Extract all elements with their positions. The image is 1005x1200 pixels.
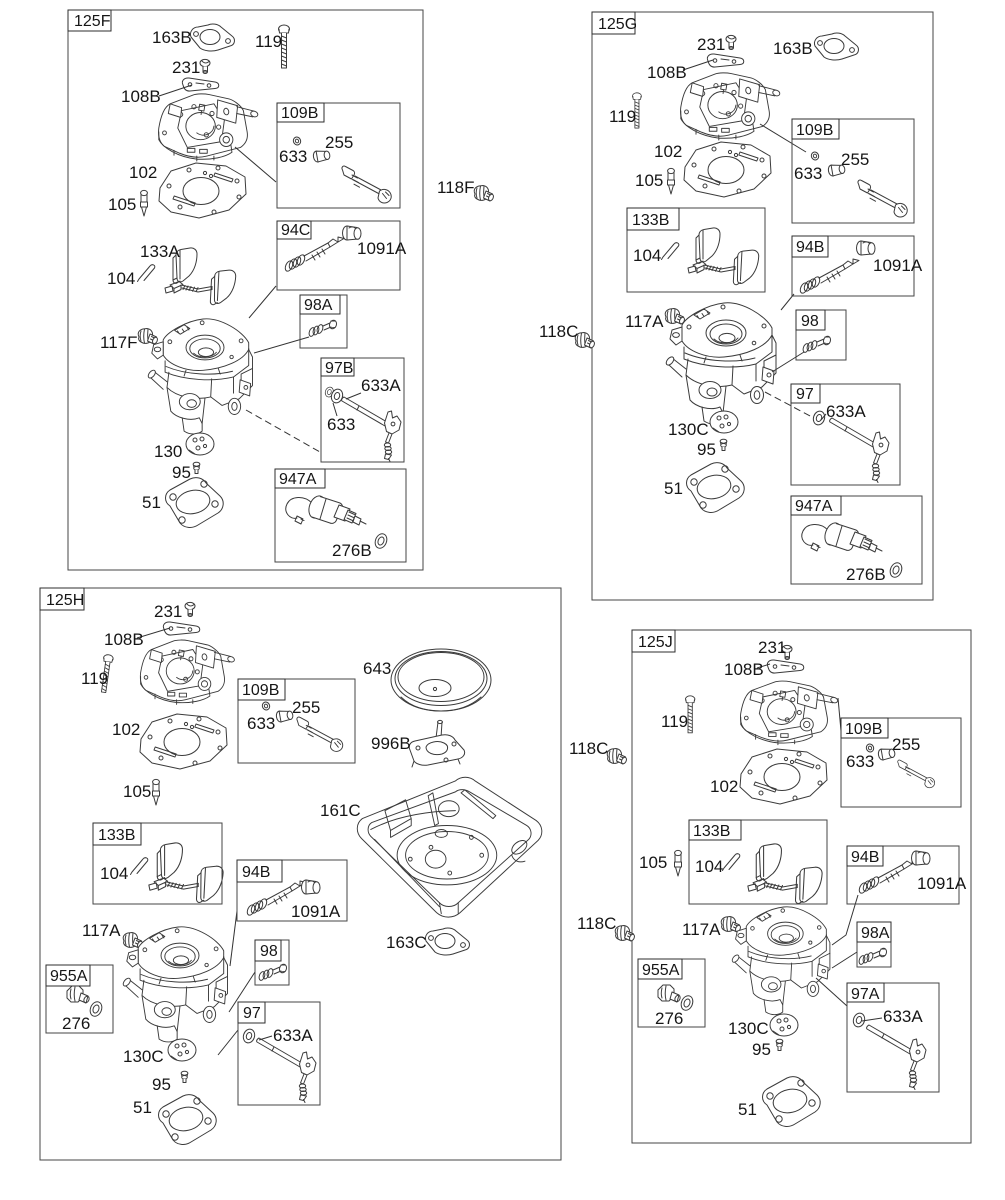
svg-text:231: 231: [697, 35, 725, 54]
svg-text:633: 633: [247, 714, 275, 733]
svg-text:255: 255: [892, 735, 920, 754]
svg-text:105: 105: [108, 195, 136, 214]
svg-text:125F: 125F: [74, 13, 111, 30]
svg-text:133B: 133B: [632, 212, 669, 229]
svg-text:130C: 130C: [123, 1047, 164, 1066]
svg-text:161C: 161C: [320, 801, 361, 820]
svg-text:109B: 109B: [242, 682, 279, 699]
svg-text:133A: 133A: [140, 242, 180, 261]
svg-text:255: 255: [841, 150, 869, 169]
svg-text:98: 98: [801, 313, 819, 330]
svg-text:118C: 118C: [539, 322, 578, 341]
svg-text:947A: 947A: [279, 471, 317, 488]
svg-text:104: 104: [695, 857, 723, 876]
svg-text:118C: 118C: [569, 739, 608, 758]
svg-text:94B: 94B: [851, 849, 879, 866]
svg-text:117A: 117A: [682, 920, 721, 939]
svg-text:163B: 163B: [773, 39, 813, 58]
svg-text:51: 51: [133, 1098, 152, 1117]
svg-text:231: 231: [172, 58, 200, 77]
svg-text:108B: 108B: [647, 63, 687, 82]
svg-text:95: 95: [752, 1040, 771, 1059]
svg-text:276: 276: [62, 1014, 90, 1033]
svg-text:255: 255: [325, 133, 353, 152]
svg-text:633A: 633A: [883, 1007, 923, 1026]
svg-text:108B: 108B: [121, 87, 161, 106]
svg-text:51: 51: [142, 493, 161, 512]
svg-text:108B: 108B: [724, 660, 764, 679]
svg-text:105: 105: [635, 171, 663, 190]
svg-text:130C: 130C: [728, 1019, 769, 1038]
svg-text:633: 633: [279, 147, 307, 166]
svg-text:102: 102: [129, 163, 157, 182]
svg-text:276: 276: [655, 1009, 683, 1028]
svg-text:947A: 947A: [795, 498, 833, 515]
svg-text:125G: 125G: [598, 16, 637, 33]
svg-text:94B: 94B: [796, 239, 824, 256]
svg-text:109B: 109B: [845, 721, 882, 738]
svg-text:109B: 109B: [796, 122, 833, 139]
svg-text:955A: 955A: [642, 962, 680, 979]
svg-text:97: 97: [243, 1005, 261, 1022]
svg-text:108B: 108B: [104, 630, 144, 649]
svg-text:104: 104: [107, 269, 135, 288]
svg-text:97B: 97B: [325, 360, 353, 377]
svg-text:130: 130: [154, 442, 182, 461]
svg-text:94C: 94C: [281, 222, 310, 239]
svg-text:255: 255: [292, 698, 320, 717]
svg-text:119: 119: [661, 712, 688, 731]
svg-text:119: 119: [609, 107, 636, 126]
svg-text:97: 97: [796, 386, 814, 403]
svg-text:102: 102: [710, 777, 738, 796]
svg-text:97A: 97A: [851, 986, 880, 1003]
svg-text:163C: 163C: [386, 933, 427, 952]
svg-text:94B: 94B: [242, 864, 270, 881]
svg-text:117A: 117A: [82, 921, 121, 940]
svg-text:98: 98: [260, 943, 278, 960]
svg-text:102: 102: [112, 720, 140, 739]
svg-text:118F: 118F: [437, 178, 475, 197]
svg-text:633: 633: [794, 164, 822, 183]
svg-text:98A: 98A: [861, 925, 890, 942]
svg-text:117F: 117F: [100, 333, 138, 352]
svg-text:105: 105: [639, 853, 667, 872]
svg-text:633: 633: [846, 752, 874, 771]
svg-text:95: 95: [152, 1075, 171, 1094]
svg-text:133B: 133B: [693, 823, 730, 840]
svg-text:231: 231: [758, 638, 786, 657]
svg-text:996B: 996B: [371, 734, 411, 753]
svg-text:119: 119: [255, 32, 282, 51]
svg-text:276B: 276B: [846, 565, 886, 584]
svg-text:276B: 276B: [332, 541, 372, 560]
svg-text:95: 95: [172, 463, 191, 482]
svg-text:117A: 117A: [625, 312, 664, 331]
svg-text:51: 51: [664, 479, 683, 498]
svg-text:633A: 633A: [273, 1026, 313, 1045]
svg-text:1091A: 1091A: [917, 874, 967, 893]
svg-text:105: 105: [123, 782, 151, 801]
svg-text:163B: 163B: [152, 28, 192, 47]
svg-text:95: 95: [697, 440, 716, 459]
svg-text:109B: 109B: [281, 105, 318, 122]
svg-text:104: 104: [633, 246, 661, 265]
svg-text:643: 643: [363, 659, 391, 678]
svg-text:633: 633: [327, 415, 355, 434]
svg-text:1091A: 1091A: [291, 902, 341, 921]
svg-text:231: 231: [154, 602, 182, 621]
svg-text:955A: 955A: [50, 968, 88, 985]
svg-text:125J: 125J: [638, 634, 673, 651]
svg-text:51: 51: [738, 1100, 757, 1119]
svg-text:633A: 633A: [826, 402, 866, 421]
svg-text:98A: 98A: [304, 297, 333, 314]
svg-text:130C: 130C: [668, 420, 709, 439]
svg-text:104: 104: [100, 864, 128, 883]
svg-text:1091A: 1091A: [357, 239, 407, 258]
svg-text:118C: 118C: [577, 914, 616, 933]
svg-text:633A: 633A: [361, 376, 401, 395]
svg-text:119: 119: [81, 669, 108, 688]
svg-text:1091A: 1091A: [873, 256, 923, 275]
svg-text:125H: 125H: [46, 592, 84, 609]
svg-text:102: 102: [654, 142, 682, 161]
svg-text:133B: 133B: [98, 827, 135, 844]
